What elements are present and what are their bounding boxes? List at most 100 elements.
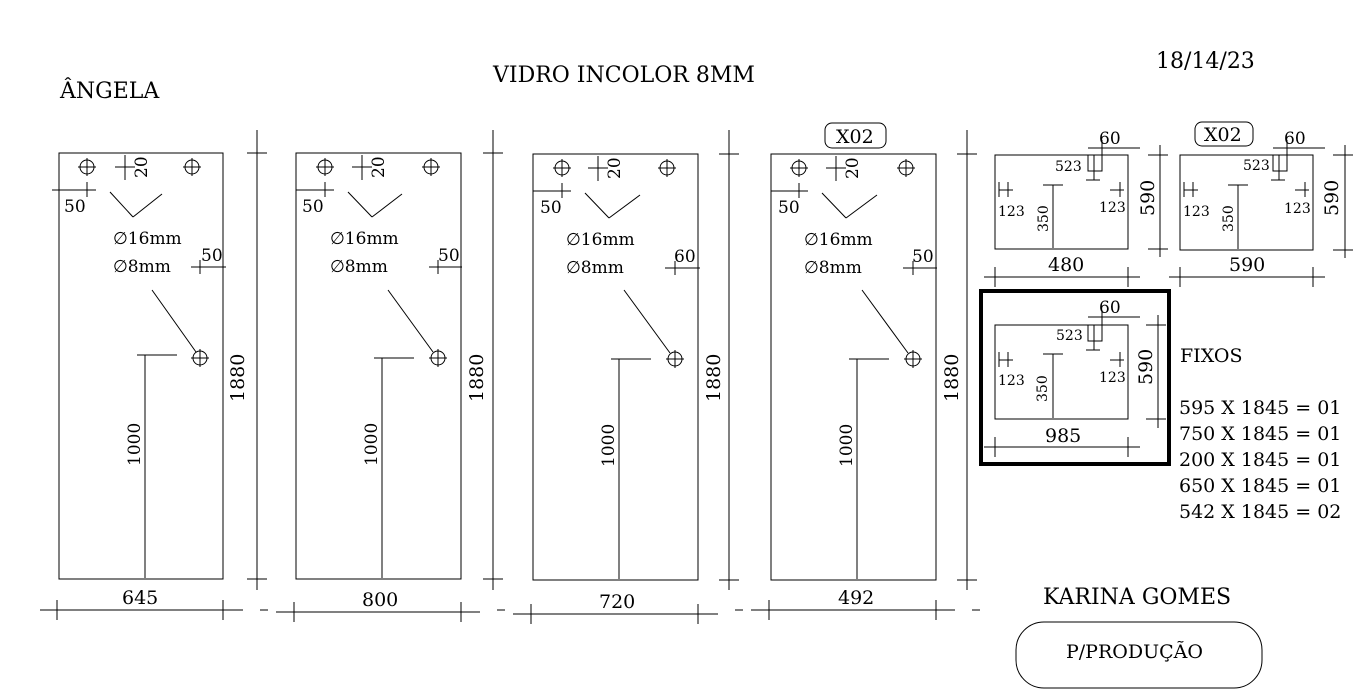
fixed-item: 542 X 1845 = 02 — [1179, 501, 1341, 523]
top-offset-label: 20 — [132, 156, 152, 178]
panel-width-label: 985 — [1045, 425, 1081, 447]
hole-large-label: ∅16mm — [330, 229, 399, 249]
panel-outline — [994, 324, 1129, 420]
handle-height-label: 1000 — [125, 423, 145, 466]
hole-top-right — [422, 158, 440, 176]
panel-height-label: 1880 — [227, 354, 249, 402]
sheet-date: 18/14/23 — [1156, 49, 1255, 74]
panel-width-label: 492 — [838, 587, 874, 609]
panel-height-label: 590 — [1321, 180, 1343, 216]
notch-offset-label: 523 — [1243, 158, 1270, 174]
center-mark-label: 350 — [1035, 375, 1051, 402]
notch-width-label: 60 — [1284, 129, 1306, 149]
side-offset-right-label: 50 — [912, 247, 934, 267]
panel-width-label: 590 — [1229, 254, 1265, 276]
door-panel-3: 20 50 ∅16mm ∅8mm 60 1000 1880 720 — [513, 130, 739, 624]
door-panel-2: 20 50 ∅16mm ∅8mm 50 1000 1880 800 — [276, 130, 503, 622]
fixed-item: 200 X 1845 = 01 — [1179, 449, 1341, 471]
left-mark-label: 123 — [1183, 204, 1210, 220]
hole-top-left — [78, 158, 96, 176]
panel-outline — [994, 154, 1129, 250]
fixed-item: 750 X 1845 = 01 — [1179, 423, 1341, 445]
handle-height-label: 1000 — [362, 423, 382, 466]
notch — [1272, 154, 1288, 172]
hole-top-right — [183, 158, 201, 176]
fixed-title: FIXOS — [1180, 345, 1242, 367]
highlight-frame — [979, 289, 1171, 466]
panel-height-label: 590 — [1135, 349, 1157, 385]
quantity-tag-box — [824, 122, 887, 149]
notch-offset-label: 523 — [1055, 159, 1082, 175]
hole-handle — [904, 350, 922, 368]
quantity-tag-box — [1194, 121, 1254, 147]
door-panel-1: 20 50 ∅16mm ∅8mm 50 1000 1880 645 — [40, 130, 267, 620]
side-offset-right-label: 50 — [438, 246, 460, 266]
notch-width-label: 60 — [1099, 298, 1121, 318]
quantity-tag: X02 — [1204, 124, 1242, 146]
quantity-tag: X02 — [836, 126, 874, 148]
production-stamp-box — [1015, 621, 1263, 689]
production-stamp: P/PRODUÇÃO — [1066, 641, 1203, 663]
side-offset-label: 50 — [778, 198, 800, 218]
right-mark-label: 123 — [1099, 200, 1126, 216]
notch — [1087, 154, 1103, 172]
hole-small-label: ∅8mm — [330, 257, 388, 277]
side-offset-right-label: 60 — [674, 247, 696, 267]
panel-width-label: 720 — [599, 591, 635, 613]
hole-handle — [429, 349, 447, 367]
panel-height-label: 1880 — [941, 354, 963, 402]
top-offset-label: 20 — [843, 157, 863, 179]
door-panel-4: X02 20 50 ∅16mm ∅8mm 50 1000 1880 492 — [751, 122, 977, 620]
panel-height-label: 1880 — [466, 354, 488, 402]
panel-outline — [1179, 154, 1314, 251]
side-offset-label: 50 — [540, 198, 562, 218]
fixed-panels-list: FIXOS 595 X 1845 = 01 750 X 1845 = 01 20… — [1179, 345, 1341, 523]
hole-top-right — [658, 159, 676, 177]
left-mark-label: 123 — [998, 204, 1025, 220]
panel-width-label: 800 — [362, 589, 398, 611]
side-offset-label: 50 — [302, 197, 324, 217]
hole-small-label: ∅8mm — [113, 257, 171, 277]
side-offset-label: 50 — [64, 197, 86, 217]
right-mark-label: 123 — [1284, 201, 1311, 217]
top-offset-label: 20 — [369, 156, 389, 178]
notch-offset-label: 523 — [1056, 328, 1083, 344]
hole-top-left — [553, 159, 571, 177]
panel-outline — [532, 153, 699, 581]
small-panel-3: 60 523 123 123 350 590 985 — [979, 289, 1171, 466]
handle-height-label: 1000 — [599, 424, 619, 467]
hole-top-left — [790, 159, 808, 177]
fixed-item: 595 X 1845 = 01 — [1179, 397, 1341, 419]
panel-outline — [295, 152, 462, 580]
small-panel-1: 60 523 123 123 350 590 480 — [984, 129, 1168, 287]
customer-name: KARINA GOMES — [1043, 585, 1231, 610]
notch — [1087, 324, 1103, 342]
panel-width-label: 480 — [1048, 254, 1084, 276]
fixed-item: 650 X 1845 = 01 — [1179, 475, 1341, 497]
material-title: VIDRO INCOLOR 8MM — [492, 63, 755, 88]
hole-handle — [666, 350, 684, 368]
small-panel-2: X02 60 523 123 123 350 590 590 — [1169, 121, 1353, 287]
center-mark-label: 350 — [1221, 205, 1237, 232]
center-mark-label: 350 — [1036, 205, 1052, 232]
panel-height-label: 1880 — [703, 354, 725, 402]
hole-top-left — [316, 158, 334, 176]
panel-outline — [770, 153, 937, 581]
notch-width-label: 60 — [1099, 129, 1121, 149]
hole-large-label: ∅16mm — [804, 230, 873, 250]
hole-small-label: ∅8mm — [804, 258, 862, 278]
panel-outline — [58, 152, 224, 580]
hole-top-right — [897, 159, 915, 177]
panel-height-label: 590 — [1137, 180, 1159, 216]
hole-handle — [191, 349, 209, 367]
client-name: ÂNGELA — [59, 77, 160, 104]
hole-large-label: ∅16mm — [566, 230, 635, 250]
right-mark-label: 123 — [1099, 370, 1126, 386]
hole-small-label: ∅8mm — [566, 258, 624, 278]
panel-width-label: 645 — [122, 587, 158, 609]
side-offset-right-label: 50 — [201, 246, 223, 266]
hole-large-label: ∅16mm — [113, 229, 182, 249]
top-offset-label: 20 — [605, 157, 625, 179]
left-mark-label: 123 — [998, 373, 1025, 389]
